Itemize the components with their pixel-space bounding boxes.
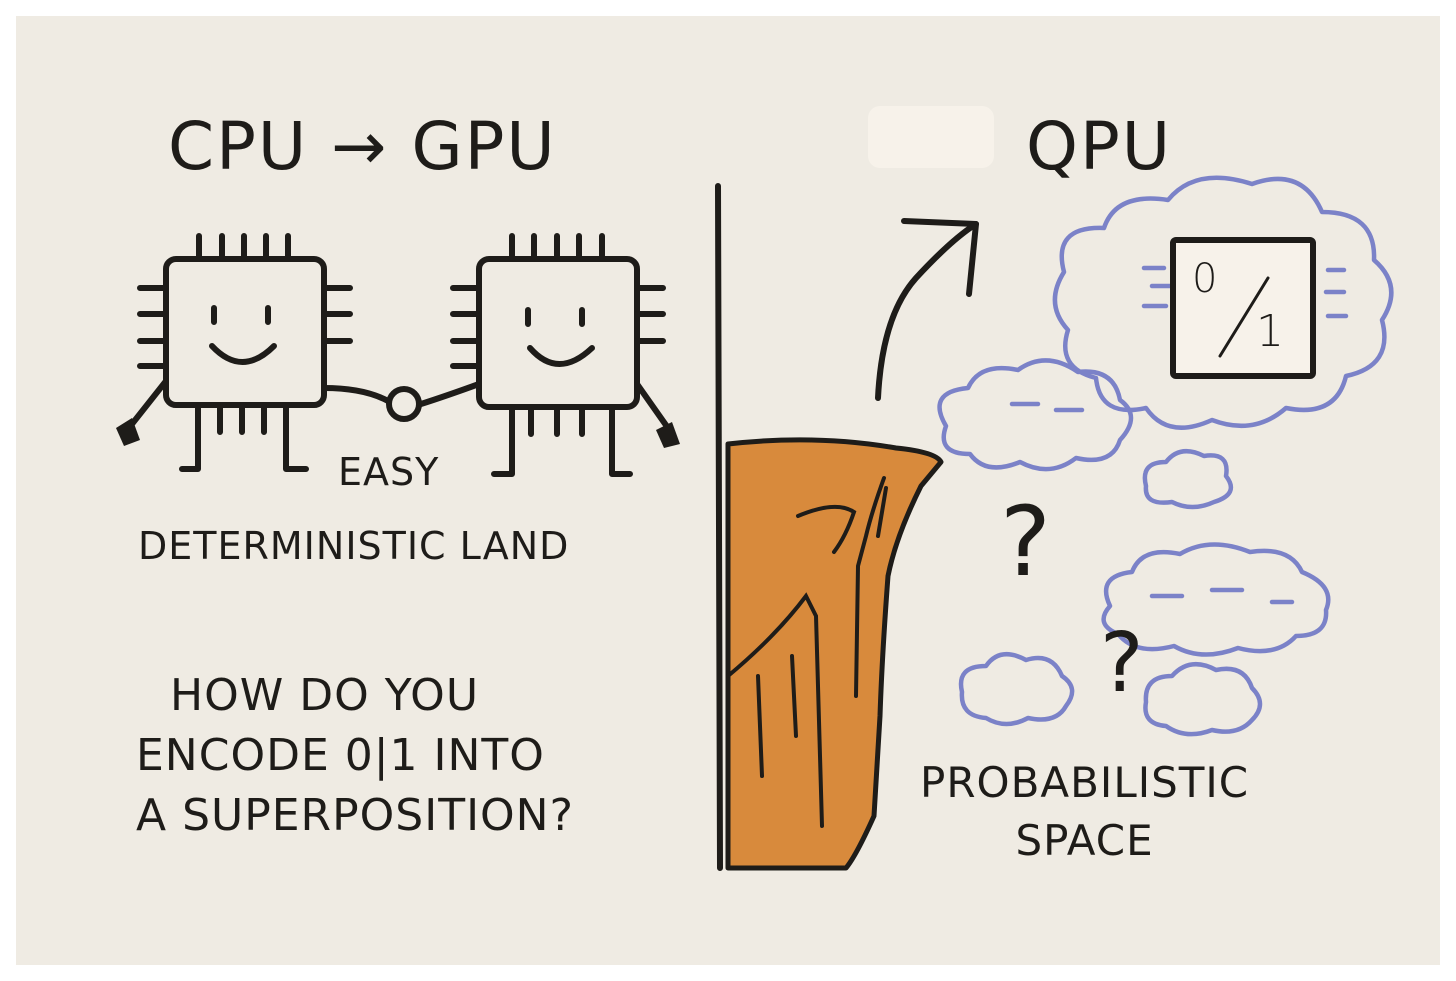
left-title: CPU → GPU <box>168 108 557 185</box>
cloud-icon <box>1101 542 1331 657</box>
divider-line <box>715 183 723 871</box>
cloud-icon <box>1142 448 1234 510</box>
question-line: A SUPERPOSITION? <box>136 790 574 841</box>
qubit-zero: 0 <box>1192 256 1219 302</box>
arrow-up-right-icon <box>875 218 979 401</box>
cloud-icon <box>958 652 1263 737</box>
question-mark-icon: ? <box>1000 486 1052 598</box>
cloud-icon <box>937 358 1134 472</box>
easy-label: EASY <box>338 450 440 494</box>
encoding-question: HOW DO YOU ENCODE 0|1 INTO A SUPERPOSITI… <box>136 666 574 846</box>
cloud-icon <box>1052 175 1394 430</box>
handshake-icon <box>386 386 422 422</box>
scene-drawing <box>116 175 1394 871</box>
deterministic-land-label: DETERMINISTIC LAND <box>138 524 570 568</box>
space-line: PROBABILISTIC <box>920 758 1250 807</box>
right-title: QPU <box>1026 108 1173 185</box>
space-line: SPACE <box>1015 816 1154 865</box>
question-line: HOW DO YOU <box>170 670 480 721</box>
qubit-one: 1 <box>1256 306 1285 357</box>
cliff-icon <box>725 437 944 871</box>
cpu-chip-icon <box>129 233 391 472</box>
illustration-card: CPU → GPU EASY DETERMINISTIC LAND HOW DO… <box>16 16 1440 965</box>
erased-area <box>868 106 994 168</box>
probabilistic-space-label: PROBABILISTIC SPACE <box>920 754 1249 870</box>
question-line: ENCODE 0|1 INTO <box>136 730 545 781</box>
gpu-chip-icon <box>418 233 671 477</box>
question-mark-icon: ? <box>1100 616 1145 711</box>
qubit-box-icon <box>1170 237 1316 379</box>
